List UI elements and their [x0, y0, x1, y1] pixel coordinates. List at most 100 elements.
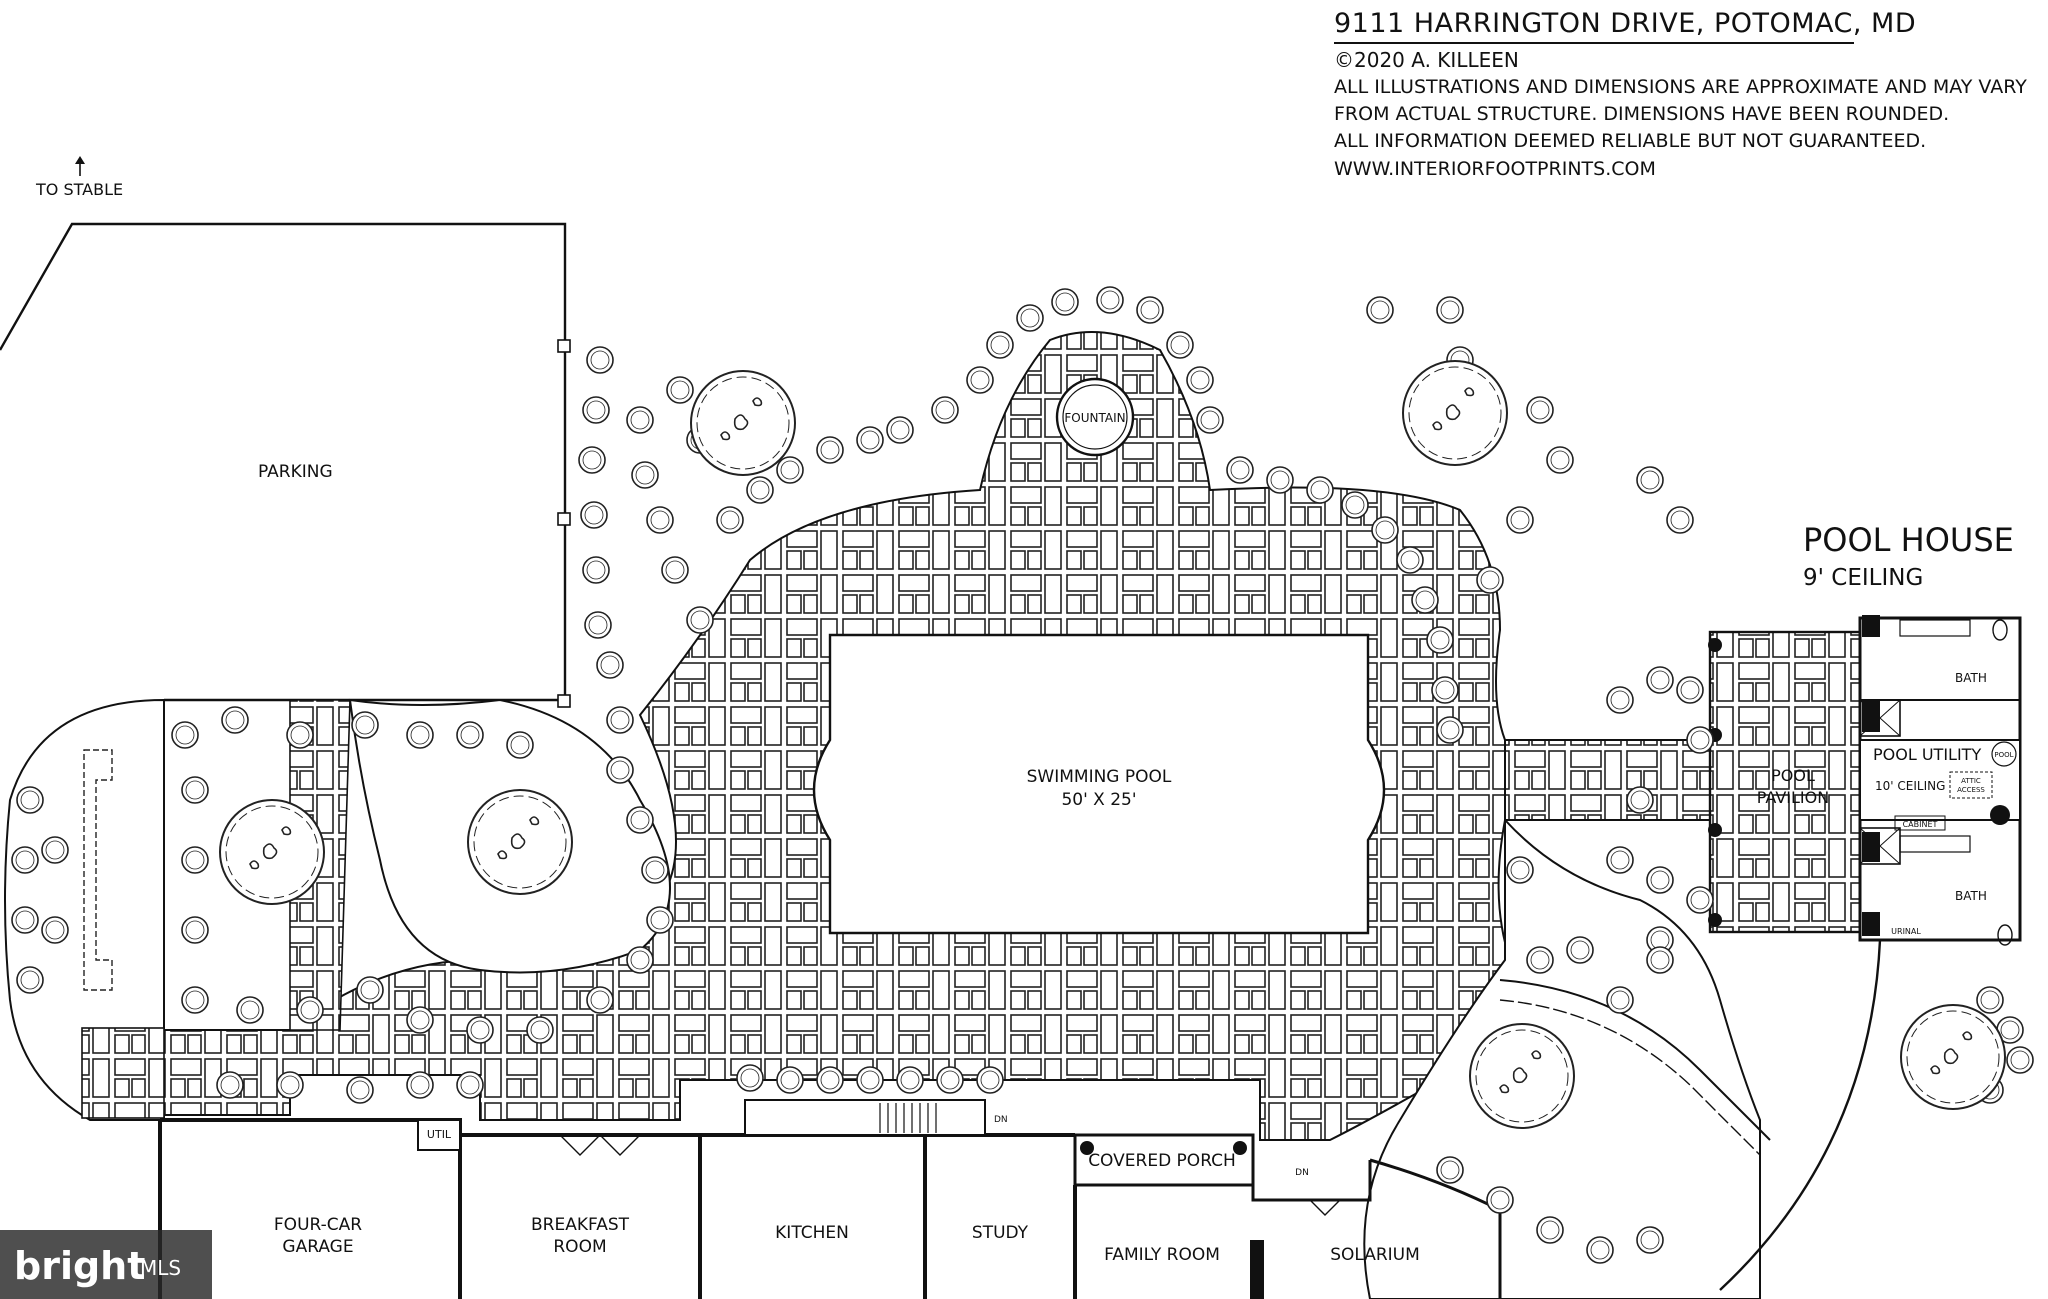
tree-icon	[219, 799, 325, 905]
shrub-icon	[1606, 986, 1634, 1014]
breakfast-label-1: BREAKFAST	[531, 1215, 630, 1235]
shrub-icon	[286, 721, 314, 749]
shrub-icon	[216, 1071, 244, 1099]
shrub-icon	[236, 996, 264, 1024]
shrub-icon	[1606, 846, 1634, 874]
shrub-icon	[1226, 456, 1254, 484]
copyright-line: ©2020 A. KILLEEN	[1334, 48, 1519, 72]
shrub-icon	[716, 506, 744, 534]
shrub-icon	[776, 1066, 804, 1094]
fountain-label: FOUNTAIN	[1064, 411, 1125, 425]
pool-name-label: SWIMMING POOL	[1027, 767, 1172, 787]
tree-icon	[1402, 360, 1508, 466]
shrub-icon	[661, 556, 689, 584]
shrub-icon	[41, 916, 69, 944]
shrub-icon	[1976, 986, 2004, 1014]
shrub-icon	[1051, 288, 1079, 316]
shrub-icon	[1636, 1226, 1664, 1254]
shrub-icon	[181, 916, 209, 944]
shrub-icon	[1506, 856, 1534, 884]
shrub-icon	[606, 706, 634, 734]
pool-size-label: 50' X 25'	[1061, 790, 1136, 810]
shrub-icon	[686, 606, 714, 634]
shrub-icon	[646, 506, 674, 534]
shrub-icon	[626, 406, 654, 434]
shrub-icon	[1306, 476, 1334, 504]
shrub-icon	[582, 396, 610, 424]
shrub-icon	[351, 711, 379, 739]
shrub-icon	[1526, 946, 1554, 974]
study-label: STUDY	[972, 1223, 1029, 1243]
shrub-icon	[736, 1064, 764, 1092]
shrub-icon	[856, 426, 884, 454]
shrub-icon	[1436, 716, 1464, 744]
shrub-icon	[1436, 1156, 1464, 1184]
shrub-icon	[506, 731, 534, 759]
shrub-icon	[646, 906, 674, 934]
upper-bath-label: BATH	[1955, 671, 1987, 685]
shrub-icon	[816, 436, 844, 464]
disclaimer-line-2: FROM ACTUAL STRUCTURE. DIMENSIONS HAVE B…	[1334, 103, 1950, 125]
utility-ceiling-label: 10' CEILING	[1875, 779, 1945, 793]
shrub-icon	[1536, 1216, 1564, 1244]
garage-label-2: GARAGE	[282, 1237, 353, 1257]
shrub-icon	[586, 346, 614, 374]
shrub-icon	[596, 651, 624, 679]
watermark-brand: bright	[14, 1244, 146, 1288]
shrub-icon	[631, 461, 659, 489]
shrub-icon	[1266, 466, 1294, 494]
shrub-icon	[346, 1076, 374, 1104]
shrub-icon	[626, 946, 654, 974]
property-address-title: 9111 HARRINGTON DRIVE, POTOMAC, MD	[1334, 8, 1917, 39]
shrub-icon	[1526, 396, 1554, 424]
urinal-label: URINAL	[1891, 927, 1921, 936]
shrub-icon	[1646, 946, 1674, 974]
shrub-icon	[456, 721, 484, 749]
title-underline	[1334, 42, 1854, 44]
shrub-icon	[936, 1066, 964, 1094]
shrub-icon	[746, 476, 774, 504]
kitchen-label: KITCHEN	[775, 1223, 849, 1243]
shrub-icon	[1136, 296, 1164, 324]
solarium-label: SOLARIUM	[1330, 1245, 1420, 1265]
pavilion-label-2: PAVILION	[1757, 788, 1829, 807]
shrub-icon	[1586, 1236, 1614, 1264]
shrub-icon	[1506, 506, 1534, 534]
disclaimer-line-1: ALL ILLUSTRATIONS AND DIMENSIONS ARE APP…	[1334, 76, 2027, 98]
fountain	[1055, 377, 1135, 457]
left-garden-bed	[4, 698, 165, 1121]
parking-label: PARKING	[258, 462, 333, 482]
shrub-icon	[931, 396, 959, 424]
shrub-icon	[356, 976, 384, 1004]
shrub-icon	[578, 446, 606, 474]
porch-down-label: DN	[1295, 1168, 1309, 1178]
shrub-icon	[2006, 1046, 2034, 1074]
shrub-icon	[1606, 686, 1634, 714]
shrub-icon	[896, 1066, 924, 1094]
lower-bath-label: BATH	[1955, 889, 1987, 903]
shrub-icon	[456, 1071, 484, 1099]
pool-house-title: POOL HOUSE	[1803, 521, 2014, 559]
shrub-icon	[1566, 936, 1594, 964]
shrub-icon	[1686, 886, 1714, 914]
disclaimer-line-3: ALL INFORMATION DEEMED RELIABLE BUT NOT …	[1334, 130, 1927, 152]
pool-badge	[1991, 741, 2017, 767]
to-stable-label: TO STABLE	[35, 180, 123, 199]
shrub-icon	[1436, 296, 1464, 324]
tree-icon	[467, 789, 573, 895]
shrub-icon	[856, 1066, 884, 1094]
shrub-icon	[466, 1016, 494, 1044]
tree-icon	[1469, 1023, 1575, 1129]
tree-icon	[1900, 1004, 2006, 1110]
shrub-icon	[816, 1066, 844, 1094]
shrub-icon	[1476, 566, 1504, 594]
parking-lot	[0, 222, 571, 708]
shrub-icon	[1096, 286, 1124, 314]
shrub-icon	[776, 456, 804, 484]
watermark-suffix: MLS	[140, 1256, 182, 1280]
shrub-icon	[976, 1066, 1004, 1094]
shrub-icon	[406, 1006, 434, 1034]
shrub-icon	[1196, 406, 1224, 434]
shrub-icon	[1366, 296, 1394, 324]
